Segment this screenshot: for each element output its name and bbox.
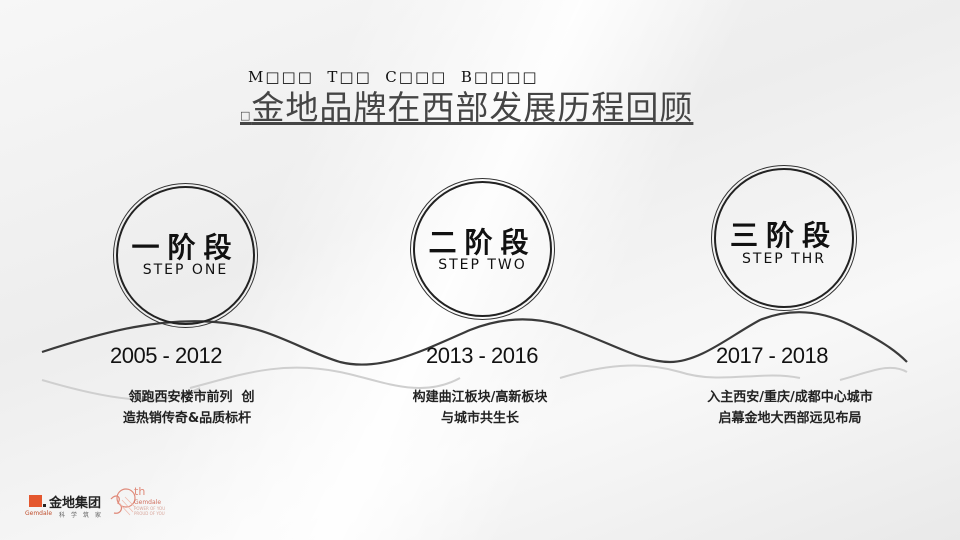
stage-1-title: 一阶段: [131, 231, 240, 264]
stage-3-subtitle: STEP THR: [742, 251, 826, 267]
stage-3-title: 三阶段: [729, 219, 838, 252]
anniversary-slogan: POWER OF YOU PROUD OF YOU: [134, 506, 166, 516]
slide-title: □金地品牌在西部发展历程回顾: [240, 86, 710, 137]
anniversary-30-icon: [110, 488, 136, 516]
slide-title-text: 金地品牌在西部发展历程回顾: [251, 88, 694, 127]
stage-2-years: 2013 - 2016: [426, 343, 538, 368]
slide-subtitle: M□□□ T□□ C□□□ B□□□□: [248, 68, 539, 86]
gemdale-logo-mark-icon: [29, 495, 46, 507]
wave-reflection: [41, 364, 908, 401]
gemdale-logo-en: Gemdale: [25, 510, 53, 517]
stage-circle-1: 一阶段 STEP ONE: [113, 183, 258, 328]
wave-line: [41, 311, 908, 366]
stage-circle-2: 二阶段 STEP TWO: [410, 178, 555, 320]
anniversary-brand: Gemdale: [134, 499, 162, 506]
gemdale-logo-cn: 金地集团: [49, 496, 102, 511]
stage-1-description: 领跑西安楼市前列 创 造热销传奇&品质标杆: [122, 390, 255, 426]
stage-2-description: 构建曲江板块/高新板块 与城市共生长: [412, 390, 548, 426]
anniversary-logo: th Gemdale POWER OF YOU PROUD OF YOU: [108, 485, 168, 525]
missing-glyph: □: [240, 109, 252, 122]
gemdale-logo-tagline: 科学筑家: [59, 512, 108, 519]
stage-1-subtitle: STEP ONE: [142, 262, 229, 278]
stage-circle-3: 三阶段 STEP THR: [711, 165, 857, 311]
stage-1-years: 2005 - 2012: [110, 343, 222, 368]
stage-3-description: 入主西安/重庆/成都中心城市 启幕金地大西部远见布局: [707, 390, 873, 426]
anniversary-sup: th: [134, 485, 146, 498]
stage-2-subtitle: STEP TWO: [438, 257, 527, 273]
stage-2-title: 二阶段: [428, 226, 537, 259]
stage-3-years: 2017 - 2018: [716, 343, 828, 368]
